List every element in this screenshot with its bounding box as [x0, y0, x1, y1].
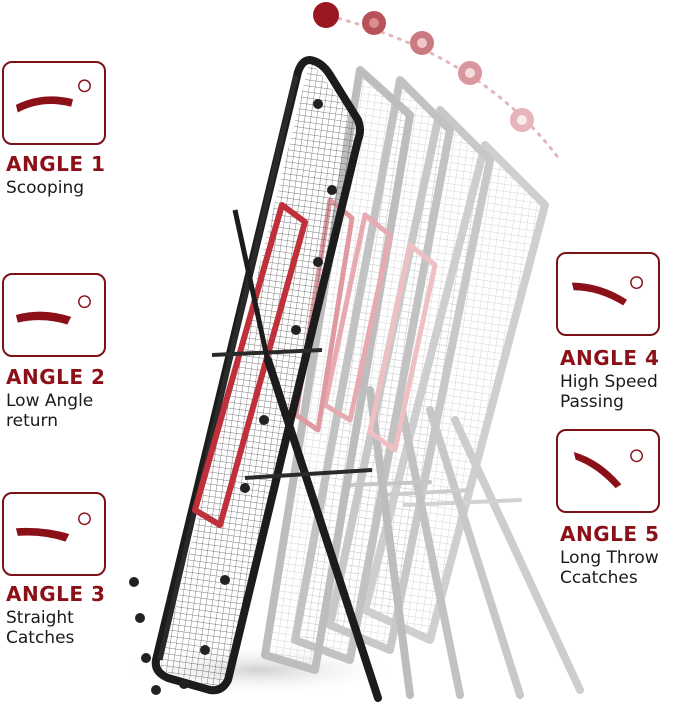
angle-1-desc: Scooping	[6, 178, 85, 198]
angle-2-title: ANGLE 2	[6, 365, 106, 389]
trajectory-icon	[15, 79, 91, 113]
angle-5-card	[556, 429, 660, 513]
angle-5-desc-line2: Ccatches	[560, 568, 638, 588]
angle-4-desc-line1: High Speed	[560, 372, 658, 392]
trajectory-icon	[15, 512, 91, 542]
trajectory-icon	[571, 276, 643, 306]
angle-3-desc-line1: Straight	[6, 608, 74, 628]
angle-4-card	[556, 252, 660, 336]
ball-icon	[313, 2, 339, 28]
trajectory-icon	[573, 449, 643, 489]
angle-3-title: ANGLE 3	[6, 582, 106, 606]
angle-3-desc-line2: Catches	[6, 628, 75, 648]
ghost-frames	[261, 66, 584, 699]
angle-4-desc-line2: Passing	[560, 392, 624, 412]
ball-trajectory	[313, 2, 562, 162]
angle-2-card	[2, 273, 106, 357]
angle-2-desc-line1: Low Angle	[6, 391, 94, 411]
angle-2-desc-line2: return	[6, 411, 58, 431]
angle-3-card	[2, 492, 106, 576]
angle-4-title: ANGLE 4	[560, 346, 660, 370]
angle-5-title: ANGLE 5	[560, 522, 660, 546]
trajectory-icon	[15, 295, 91, 325]
angle-5-desc-line1: Long Throw	[560, 548, 659, 568]
rebounder-frame	[129, 56, 382, 702]
angle-1-title: ANGLE 1	[6, 152, 106, 176]
angle-1-card	[2, 61, 106, 145]
